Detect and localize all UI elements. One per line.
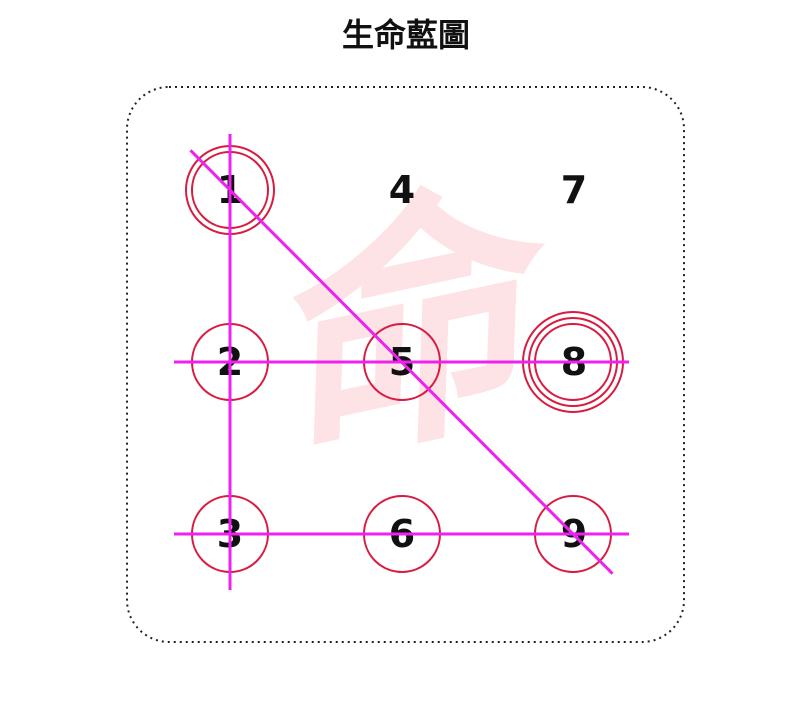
number-9: 9: [560, 512, 588, 556]
number-7: 7: [560, 168, 588, 212]
cell-1: 1: [144, 104, 316, 276]
cell-6: 6: [316, 448, 488, 620]
cell-7: 7: [488, 104, 660, 276]
cell-5: 5: [316, 276, 488, 448]
cell-4: 4: [316, 104, 488, 276]
number-2: 2: [216, 340, 244, 384]
number-3: 3: [216, 512, 244, 556]
cell-9: 9: [488, 448, 660, 620]
number-4: 4: [388, 168, 416, 212]
number-1: 1: [216, 168, 244, 212]
number-grid: 1 4 7 2 5 8 3 6 9: [144, 104, 660, 620]
cell-3: 3: [144, 448, 316, 620]
cell-2: 2: [144, 276, 316, 448]
number-5: 5: [388, 340, 416, 384]
page-title: 生命藍圖: [341, 16, 470, 54]
grid-border: [126, 86, 685, 643]
number-6: 6: [388, 512, 416, 556]
number-8: 8: [560, 340, 588, 384]
cell-8: 8: [488, 276, 660, 448]
